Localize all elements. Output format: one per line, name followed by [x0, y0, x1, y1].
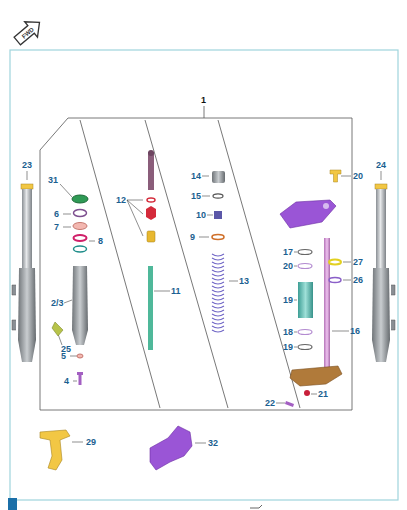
callout-number: 4: [64, 376, 69, 386]
callout-number: 13: [239, 276, 249, 286]
spring-parts: [212, 171, 225, 332]
callout-number: 27: [353, 257, 363, 267]
callout-number: 19: [283, 342, 293, 352]
callout-number: 20: [353, 171, 363, 181]
callout-number: 29: [86, 437, 96, 447]
callout-number: 12: [116, 195, 126, 205]
bracket-32: [150, 426, 192, 470]
seal-parts: [52, 195, 88, 385]
callout-number: 17: [283, 247, 293, 257]
callout-number: 31: [48, 175, 58, 185]
callout-number: 20: [283, 261, 293, 271]
callout-number: 23: [22, 160, 32, 170]
callout-number: 1: [201, 95, 206, 105]
callout-number: 14: [191, 171, 201, 181]
callout-number: 32: [208, 438, 218, 448]
callout-number: 8: [98, 236, 103, 246]
corner-mark: [8, 498, 17, 510]
callout-number: 10: [196, 210, 206, 220]
callout-number: 24: [376, 160, 386, 170]
callout-number: 21: [318, 389, 328, 399]
callout-number: 16: [350, 326, 360, 336]
callout-number: 19: [283, 295, 293, 305]
damper-rod: [146, 150, 156, 350]
fork-leg-right: [372, 184, 395, 362]
corner-icon: [250, 505, 262, 508]
callout-number: 9: [190, 232, 195, 242]
callout-number: 6: [54, 209, 59, 219]
callout-number: 15: [191, 191, 201, 201]
steering-parts: [280, 170, 342, 407]
callout-number: 18: [283, 327, 293, 337]
bracket-29: [40, 430, 70, 470]
callout-number: 22: [265, 398, 275, 408]
frame: [10, 50, 398, 500]
group-outline: [40, 106, 352, 410]
callout-number: 5: [61, 351, 66, 361]
callout-number: 11: [171, 286, 181, 296]
fwd-icon: [11, 15, 46, 49]
callout-number: 2/3: [51, 298, 64, 308]
leader-lines: [27, 171, 381, 443]
callout-number: 26: [353, 275, 363, 285]
callout-number: 7: [54, 222, 59, 232]
fork-leg-left: [12, 184, 36, 362]
